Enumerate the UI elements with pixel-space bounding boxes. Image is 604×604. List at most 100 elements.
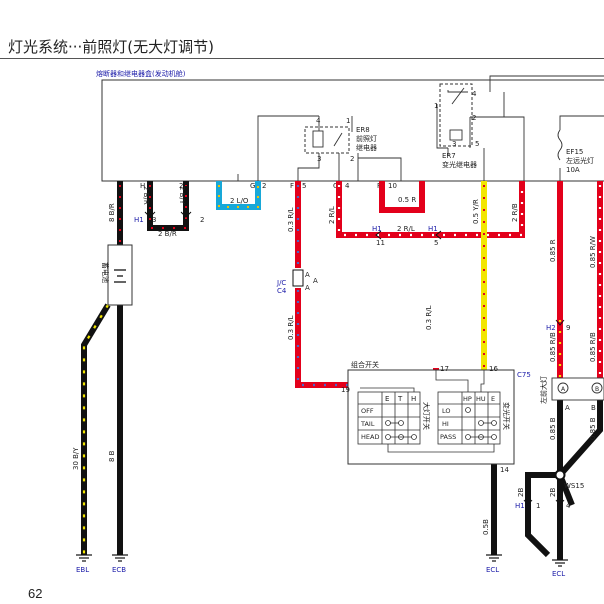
c4-label-b: C4 <box>277 287 287 295</box>
wire-label-2rl-h: 2 R/L <box>397 225 415 233</box>
dimmer-col-hu: HU <box>476 395 486 403</box>
wire-labels: 2 B/R 2 B/Y 2 B/R 2 L/O 8 B/R 0.3 R/L 2 … <box>72 186 597 535</box>
lamp-pin-3: A <box>565 404 570 412</box>
terminal-t5: 10 <box>388 182 397 190</box>
dimmer-col-hp: HP <box>463 395 472 403</box>
dimmer-switch-links <box>470 422 492 438</box>
terminal-t1-conn: H <box>140 182 145 190</box>
ef15-fuse <box>557 129 563 161</box>
light-col-e: E <box>385 395 389 403</box>
h1-left-label: H1 <box>134 216 144 224</box>
h1-mid-b-arrow <box>435 230 442 240</box>
lamp-pin-4: B <box>591 404 596 412</box>
wire-label-8b: 8 B <box>108 450 116 462</box>
h1-left-pin-1: 3 <box>152 216 156 224</box>
terminal-t3: 5 <box>302 182 306 190</box>
er8-id: ER8 <box>356 126 370 134</box>
light-switch-name: 大灯开关 <box>422 402 431 430</box>
c75-label: C75 <box>517 371 531 379</box>
wire-label-085r: 0.85 R <box>549 239 557 262</box>
cyan-wire-dots <box>218 185 259 208</box>
wire-label-05b: 0.5B <box>482 519 490 535</box>
ground-ecb: ECB <box>112 566 126 574</box>
dimmer-row-hi: HI <box>442 420 449 428</box>
light-col-h: H <box>411 395 416 403</box>
black-wires <box>81 181 603 560</box>
dimmer-row-lo: LO <box>442 407 451 415</box>
wire-label-05yr: 0.5 Y/R <box>472 199 480 224</box>
terminal-t2: 2 <box>262 182 266 190</box>
er8-pin-1: 1 <box>346 117 350 125</box>
wire-label-085rb-a: 0.85 R/B <box>549 332 557 362</box>
h1-bottom-pin-2: 4 <box>566 502 571 510</box>
er8-pin-3: 3 <box>317 155 321 163</box>
title-divider <box>0 58 604 59</box>
c4-pin-3: A <box>313 277 318 285</box>
black-wire-red-dots <box>119 185 187 245</box>
er7-pin-4: 4 <box>472 90 477 98</box>
wire-label-085rb-b: 0.85 R/B <box>589 332 597 362</box>
er8-contact <box>333 132 343 147</box>
wire-label-085rw: 0.85 R/W <box>589 236 597 268</box>
headlamp-bulb-low <box>557 382 569 394</box>
terminal-t3-conn: F <box>290 182 294 190</box>
c75-pin-19: 19 <box>341 386 350 394</box>
c75-pin-16: 16 <box>489 365 498 373</box>
light-row-off: OFF <box>361 407 374 415</box>
ef15-rating: 10A <box>566 166 580 174</box>
er7-pin-1: 1 <box>434 102 438 110</box>
ef15-id: EF15 <box>566 148 583 156</box>
h2-arrow <box>555 319 565 326</box>
switch-label: 组合开关 <box>351 360 379 369</box>
c4-label-a: J/C <box>276 279 286 287</box>
ground-ebl: EBL <box>76 566 89 574</box>
dimmer-switch-name: 变光开关 <box>502 402 511 430</box>
wire-label-2b-a: 2B <box>517 488 525 497</box>
er7-relay-outline <box>439 83 473 147</box>
wire-label-03rl-mid: 0.3 R/L <box>287 315 295 340</box>
er7-pin-5: 5 <box>475 140 479 148</box>
wire-label-2rb: 2 R/B <box>511 203 519 222</box>
h1-left-arrow-2 <box>180 211 192 218</box>
dimmer-switch-table <box>437 391 501 445</box>
wire-label-05r: 0.5 R <box>398 196 416 204</box>
light-col-t: T <box>397 395 403 403</box>
h1-mid-b-pin: 5 <box>434 239 438 247</box>
c4-pin-2: A <box>305 284 310 292</box>
lamp-pin-2: B <box>595 386 599 393</box>
terminal-t4: 4 <box>345 182 350 190</box>
page-title: 灯光系统···前照灯(无大灯调节) <box>8 38 215 56</box>
wire-label-2br-h: 2 B/R <box>158 230 177 238</box>
terminal-t2-conn: G <box>250 182 255 190</box>
er8-pin-2: 2 <box>350 155 354 163</box>
h1-mid-a-label: H1 <box>372 225 382 233</box>
er7-pin-2: 2 <box>472 114 476 122</box>
box-internal-wiring <box>237 75 604 181</box>
h1-bottom-arrow-2 <box>555 499 565 506</box>
er7-name: 变光继电器 <box>442 160 477 169</box>
light-row-tail: TAIL <box>360 420 375 428</box>
h2-pin: 9 <box>566 324 570 332</box>
wire-label-2b-b: 2B <box>549 488 557 497</box>
h1-left-arrow-1 <box>144 211 156 218</box>
ground-symbols <box>76 554 568 567</box>
h2-label: H2 <box>546 324 556 332</box>
er8-pin-4: 4 <box>316 117 321 125</box>
lamp-pin-1: A <box>561 386 566 393</box>
light-switch-links <box>390 422 412 438</box>
fuse-relay-box <box>101 79 604 182</box>
wire-label-8br: 8 B/R <box>108 203 116 222</box>
h1-bottom-pin-1: 1 <box>536 502 540 510</box>
wire-label-2br-left: 2 B/R <box>142 186 150 205</box>
er8-coil <box>312 130 324 148</box>
ws15-splice <box>554 469 566 481</box>
wire-label-2lo: 2 L/O <box>230 197 249 205</box>
er8-relay-outline <box>304 126 350 154</box>
box-label: 熔断器和继电器盒(发动机舱) <box>96 69 186 78</box>
battery-label: 蓄电池 <box>101 262 110 283</box>
light-row-head: HEAD <box>361 433 379 441</box>
ground-ecl-1: ECL <box>486 566 499 574</box>
h1-mid-a-arrow <box>375 230 382 240</box>
wire-label-03rl-right: 0.3 R/L <box>425 305 433 330</box>
